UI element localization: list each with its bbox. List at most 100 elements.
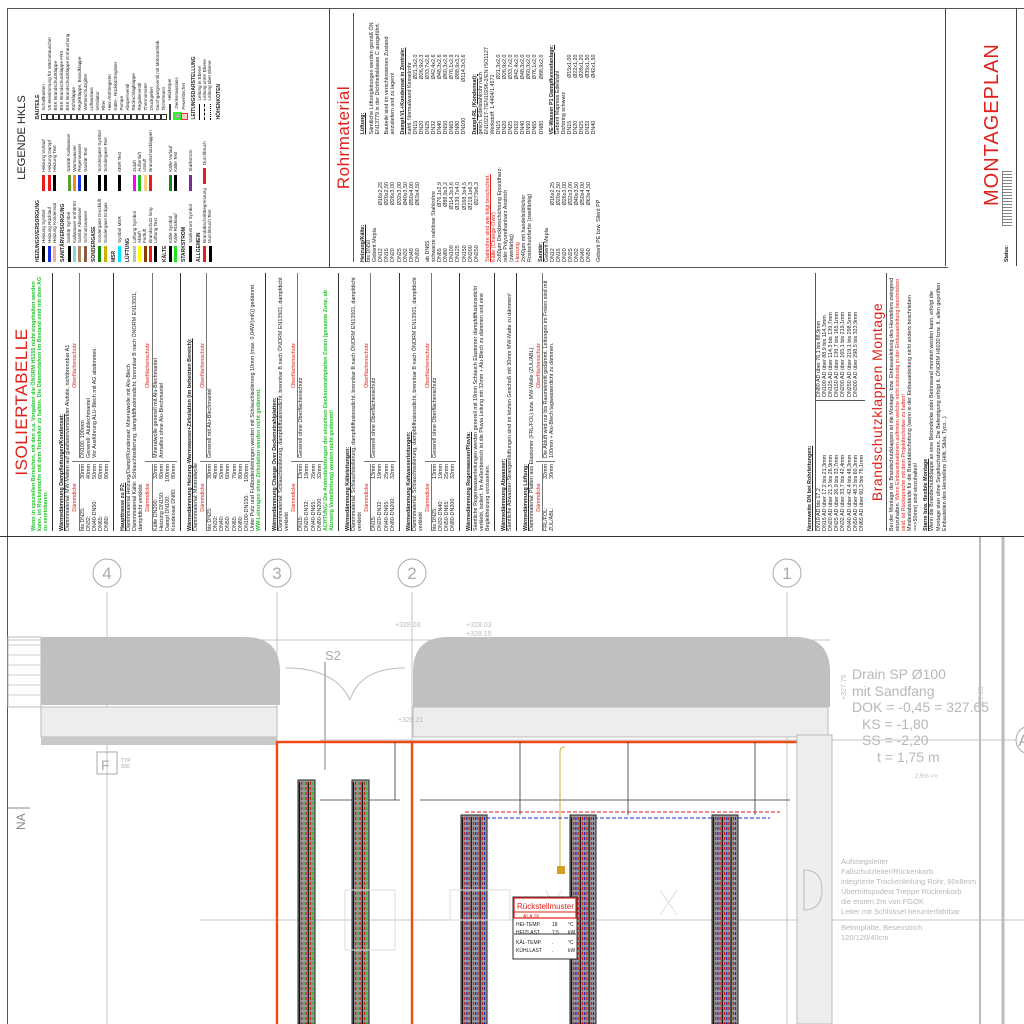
level-mark: +328.21 bbox=[398, 717, 424, 724]
legend-label: Schaltkasten bbox=[41, 84, 47, 111]
coating-kaelte-text: 2x80µm Deckbeschichtung Epoxidharz-oder … bbox=[497, 141, 515, 262]
thickness: 32mm bbox=[316, 464, 323, 479]
color-swatch bbox=[78, 174, 82, 191]
col-header: Dämmdicke bbox=[536, 464, 544, 531]
slope-label: 2,5% >> bbox=[915, 774, 938, 780]
dn-range: DN100-DN150: bbox=[243, 494, 250, 531]
legend-label: Wetterschutzgitter bbox=[83, 73, 89, 111]
dn-label: DN50 bbox=[586, 248, 593, 262]
isolier-section: Haupttrasse zu P2:Dämmmaterial Heizung/D… bbox=[113, 273, 177, 531]
color-swatch bbox=[143, 246, 147, 262]
text-line: DN300 AD über 298,5 bis 323,9mm bbox=[852, 311, 859, 397]
isolier-section: Wärmedämmung Kaltwasserleitungen:Dämmmat… bbox=[398, 273, 457, 531]
color-swatch bbox=[47, 246, 51, 262]
dimension: Ø273x6,3 bbox=[473, 182, 480, 206]
legend-item: Durchbruch bbox=[202, 124, 207, 185]
nennweite-heading: Nennweite DN bei Rohrleitungen: bbox=[807, 445, 813, 531]
col-divider bbox=[329, 8, 330, 268]
col-header: Oberflächenschutz bbox=[200, 273, 208, 458]
fire-extinguisher-icon bbox=[180, 112, 188, 120]
branch-lines bbox=[320, 742, 790, 815]
legend-item: Brandschutzklappen bbox=[148, 124, 153, 191]
legend-label: Filter bbox=[101, 100, 107, 111]
legend-item: Lüftung Text bbox=[153, 195, 158, 262]
dn-range: Kondensat DN80: bbox=[170, 488, 177, 531]
isolier-section: Wärmedämmung Abwasser:Sämtliche Abwasser… bbox=[493, 273, 513, 531]
rueck-title: Rückstellmuster bbox=[517, 902, 574, 911]
floor-heating-coils bbox=[297, 779, 739, 1024]
room-tag: F bbox=[101, 757, 110, 773]
thickness: 32mm bbox=[389, 464, 396, 479]
rueck-cell: 18 bbox=[552, 922, 558, 928]
legend-item: Sondergase Text bbox=[103, 124, 108, 191]
legend-label: Sondergase Erdgas bbox=[102, 202, 108, 243]
legend-label: Ventilator bbox=[95, 91, 101, 111]
rueck-cell: KÜHLLAST bbox=[516, 947, 542, 954]
surface-note: Armaflex ohne Alu-Blechmantel bbox=[158, 382, 165, 458]
col-header: Dämmdicke bbox=[364, 464, 372, 531]
legend-item: Heizung Text bbox=[52, 124, 57, 191]
color-swatch bbox=[98, 246, 102, 262]
col-header: Oberflächenschutz bbox=[364, 273, 372, 458]
level-mark: +327.65 bbox=[978, 686, 985, 712]
dimension: Ø63x4,50 bbox=[414, 182, 421, 206]
rueck-cell: . bbox=[552, 940, 553, 946]
typ-value: S50 bbox=[121, 764, 130, 770]
legend-label: Starkstrom Symbol bbox=[187, 204, 193, 243]
legend-label: BSK Brandschutzklappe bbox=[53, 60, 59, 111]
col-header: Oberflächenschutz bbox=[424, 273, 433, 458]
color-swatch bbox=[42, 246, 46, 262]
color-swatch bbox=[208, 246, 212, 262]
rohrmaterial-title: Rohrmaterial bbox=[334, 13, 354, 262]
color-swatch bbox=[132, 174, 136, 191]
ladder-annotation: Aufstiegsleiter Fallschutzleiter/Rückenk… bbox=[841, 857, 976, 942]
table-row: DN80-DN200: 32mm bbox=[390, 464, 396, 531]
component-symbol-icon bbox=[161, 113, 168, 120]
surface-note: Generell ohne Oberflächenschutz bbox=[298, 377, 305, 458]
dimension: Ø42x1,50 bbox=[591, 54, 598, 78]
ladder-line: die ersten 2m von FGOK bbox=[841, 897, 924, 906]
dn-range: DN80: bbox=[103, 515, 110, 531]
legend-deckenauslass: Deckenauslass bbox=[172, 13, 181, 120]
color-swatch bbox=[203, 246, 207, 262]
legend-item: Sondergase Erdgas bbox=[103, 195, 108, 262]
axis-label: 1 bbox=[782, 564, 791, 583]
thickness: 100mm bbox=[243, 464, 250, 482]
col-header: Oberflächenschutz bbox=[72, 273, 80, 458]
legend-label: Heizung Text bbox=[51, 145, 57, 172]
table-row: DN100-DN150: 100mm bbox=[244, 464, 250, 531]
dn-label: DN50 bbox=[414, 248, 421, 262]
thickness: 80mm bbox=[170, 464, 177, 479]
lueftung-text: Sämtliche Lüftungleitungen werden gemäß … bbox=[369, 22, 382, 135]
col-header: Oberflächenschutz bbox=[536, 273, 544, 458]
dn-range: ZUL/ABL: bbox=[549, 507, 556, 531]
color-swatch bbox=[83, 174, 87, 191]
legend-label: Rohrklappe bbox=[71, 87, 77, 111]
table-row: DN80-DN200:32mm bbox=[450, 464, 456, 531]
ladder-symbol bbox=[803, 869, 823, 911]
floor-plan: 4 3 2 1 A S2 +328.03 +328.03 +328.15 +32… bbox=[7, 537, 1024, 1024]
dn-range: DN80-DN200: bbox=[389, 497, 396, 531]
axis-label: A bbox=[1018, 731, 1024, 750]
legend-label: Starkstrom bbox=[187, 149, 193, 172]
deckenauslass-icon bbox=[172, 111, 181, 120]
drain-line: SS = -2,20 bbox=[862, 732, 929, 748]
